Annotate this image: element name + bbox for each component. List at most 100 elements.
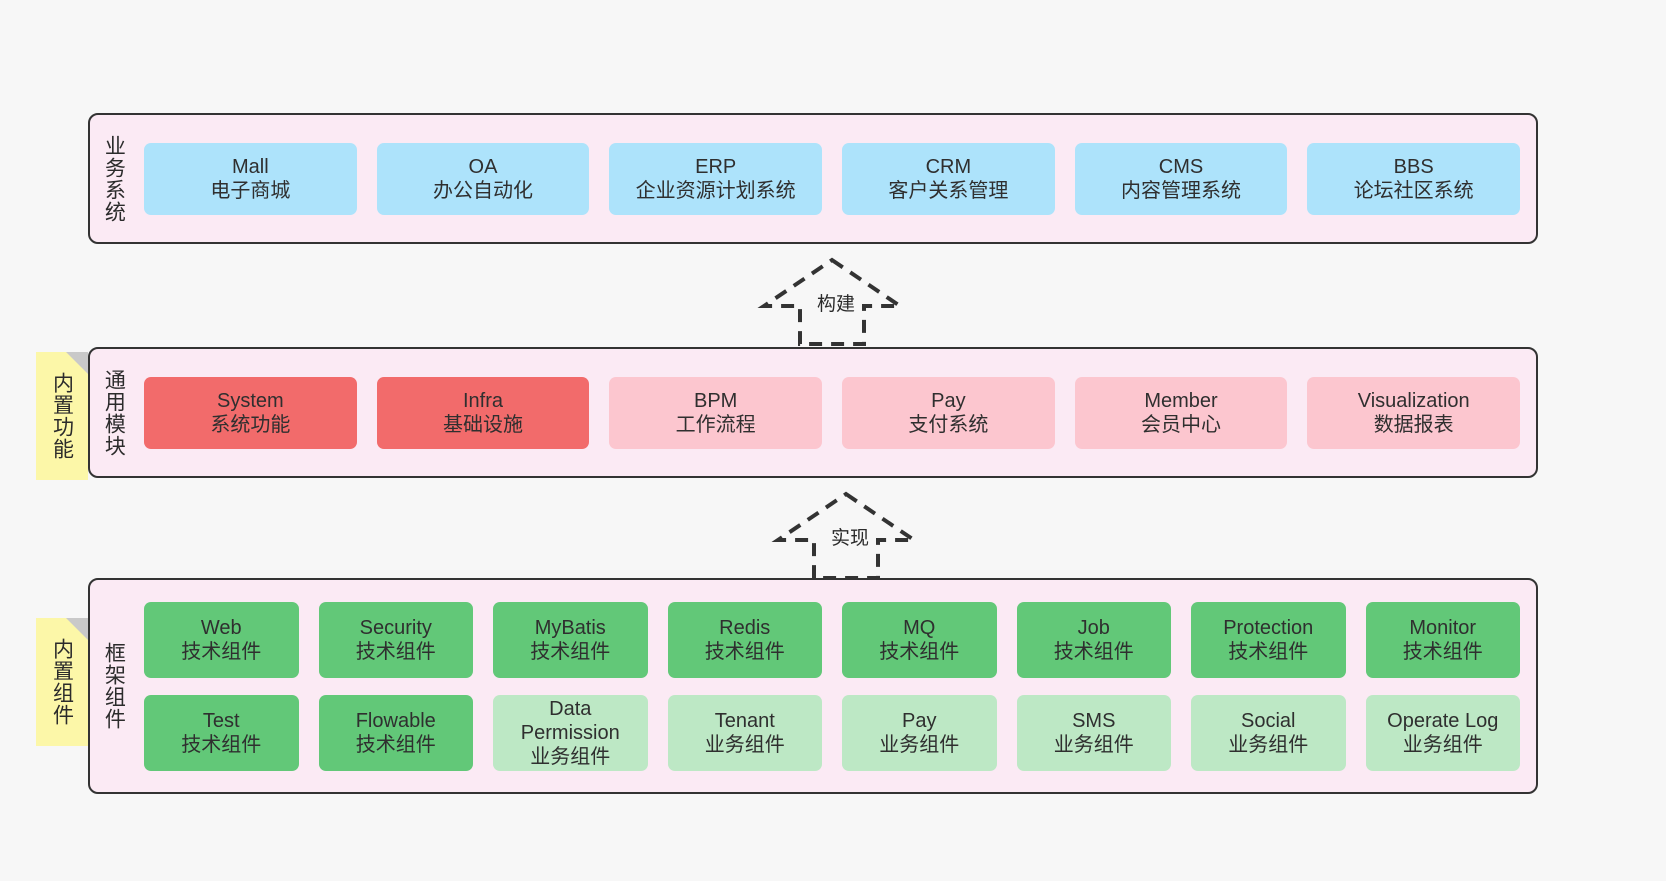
generalization-arrow-icon [757,257,907,346]
layer-row: Test 技术组件 Flowable 技术组件 Data Permission … [144,694,1520,771]
node-subtitle: 业务组件 [1053,733,1134,756]
node-title: MyBatis [534,616,606,639]
node-monitor[interactable]: Monitor 技术组件 [1365,601,1520,678]
node-pay-component[interactable]: Pay 业务组件 [842,694,997,771]
node-redis[interactable]: Redis 技术组件 [667,601,822,678]
connector-label: 构建 [815,289,858,316]
layer-title-framework-component: 框架组件 [102,642,126,730]
node-tenant[interactable]: Tenant 业务组件 [667,694,822,771]
node-title: Test [202,709,240,732]
node-title: Monitor [1409,616,1477,639]
layer-row: System 系统功能 Infra 基础设施 BPM 工作流程 Pay 支付系统… [144,376,1521,449]
node-title: Data Permission [520,697,620,744]
node-erp[interactable]: ERP 企业资源计划系统 [609,142,823,215]
layer-row: Web 技术组件 Security 技术组件 MyBatis 技术组件 Redi… [144,601,1520,678]
layer-row: Mall 电子商城 OA 办公自动化 ERP 企业资源计划系统 CRM 客户关系… [144,142,1521,215]
node-subtitle: 客户关系管理 [888,179,1009,202]
node-subtitle: 技术组件 [879,640,960,663]
node-title: Mall [232,155,269,178]
node-subtitle: 支付系统 [908,413,989,436]
node-crm[interactable]: CRM 客户关系管理 [842,142,1055,215]
node-title: Member [1144,389,1218,412]
node-title: CMS [1158,155,1204,178]
node-title: SMS [1072,709,1116,732]
node-sms[interactable]: SMS 业务组件 [1016,694,1171,771]
node-title: OA [468,155,498,178]
note-fold-icon [66,618,88,640]
node-subtitle: 技术组件 [355,640,436,663]
connector-label: 实现 [829,523,872,550]
node-infra[interactable]: Infra 基础设施 [376,376,590,449]
node-title: Operate Log [1387,709,1499,732]
node-subtitle: 论坛社区系统 [1353,179,1474,202]
layer-body-business-system: Mall 电子商城 OA 办公自动化 ERP 企业资源计划系统 CRM 客户关系… [136,115,1536,242]
node-title: Infra [462,389,504,412]
node-job[interactable]: Job 技术组件 [1016,601,1171,678]
node-web[interactable]: Web 技术组件 [144,601,299,678]
node-subtitle: 业务组件 [1228,733,1309,756]
node-subtitle: 技术组件 [704,640,785,663]
node-title: Protection [1223,616,1314,639]
node-protection[interactable]: Protection 技术组件 [1191,601,1346,678]
node-title: Pay [931,389,966,412]
connector-build: 构建 [752,256,912,348]
generalization-arrow-icon [771,491,921,580]
layer-title-common-module: 通用模块 [102,368,126,457]
node-title: Pay [902,709,937,732]
node-subtitle: 业务组件 [704,733,785,756]
node-title: Job [1077,616,1110,639]
node-operate-log[interactable]: Operate Log 业务组件 [1365,694,1520,771]
node-pay[interactable]: Pay 支付系统 [842,376,1055,449]
node-social[interactable]: Social 业务组件 [1191,694,1346,771]
node-flowable[interactable]: Flowable 技术组件 [318,694,473,771]
node-subtitle: 内容管理系统 [1121,179,1242,202]
node-subtitle: 业务组件 [530,745,611,768]
node-title: Redis [719,616,771,639]
node-cms[interactable]: CMS 内容管理系统 [1074,142,1288,215]
node-title: MQ [903,616,936,639]
layer-title-business-system: 业务系统 [102,134,126,223]
layer-body-common-module: System 系统功能 Infra 基础设施 BPM 工作流程 Pay 支付系统… [136,349,1536,476]
node-subtitle: 技术组件 [355,733,436,756]
node-visualization[interactable]: Visualization 数据报表 [1307,376,1521,449]
note-fold-icon [66,352,88,374]
node-test[interactable]: Test 技术组件 [144,694,299,771]
layer-framework-component[interactable]: 框架组件 Web 技术组件 Security 技术组件 MyBatis 技术组件… [88,578,1538,794]
node-title: BPM [694,389,738,412]
layer-common-module[interactable]: 通用模块 System 系统功能 Infra 基础设施 BPM 工作流程 Pay… [88,347,1538,478]
node-subtitle: 业务组件 [879,733,960,756]
node-title: Flowable [355,709,436,732]
node-title: CRM [925,155,972,178]
node-subtitle: 办公自动化 [433,179,533,202]
node-subtitle: 会员中心 [1141,413,1222,436]
node-subtitle: 技术组件 [181,640,262,663]
node-mybatis[interactable]: MyBatis 技术组件 [493,601,648,678]
node-subtitle: 技术组件 [181,733,262,756]
note-builtin-components: 内置组件 [36,618,88,746]
node-system[interactable]: System 系统功能 [144,376,357,449]
node-bbs[interactable]: BBS 论坛社区系统 [1307,142,1521,215]
node-subtitle: 企业资源计划系统 [635,179,796,202]
note-builtin-functions: 内置功能 [36,352,88,480]
note-label: 内置组件 [50,638,74,726]
node-member[interactable]: Member 会员中心 [1074,376,1288,449]
node-bpm[interactable]: BPM 工作流程 [609,376,823,449]
node-subtitle: 业务组件 [1402,733,1483,756]
node-subtitle: 技术组件 [530,640,611,663]
node-subtitle: 技术组件 [1228,640,1309,663]
node-security[interactable]: Security 技术组件 [318,601,473,678]
node-mall[interactable]: Mall 电子商城 [144,142,357,215]
node-title: Security [359,616,432,639]
node-oa[interactable]: OA 办公自动化 [376,142,590,215]
node-data-permission[interactable]: Data Permission 业务组件 [493,694,648,771]
node-title: Tenant [714,709,775,732]
node-subtitle: 数据报表 [1373,413,1454,436]
node-title: Visualization [1357,389,1470,412]
note-label: 内置功能 [50,372,74,460]
layer-business-system[interactable]: 业务系统 Mall 电子商城 OA 办公自动化 ERP 企业资源计划系统 CRM… [88,113,1538,244]
node-subtitle: 基础设施 [443,413,523,436]
node-mq[interactable]: MQ 技术组件 [842,601,997,678]
node-title: System [216,389,284,412]
node-subtitle: 技术组件 [1053,640,1134,663]
